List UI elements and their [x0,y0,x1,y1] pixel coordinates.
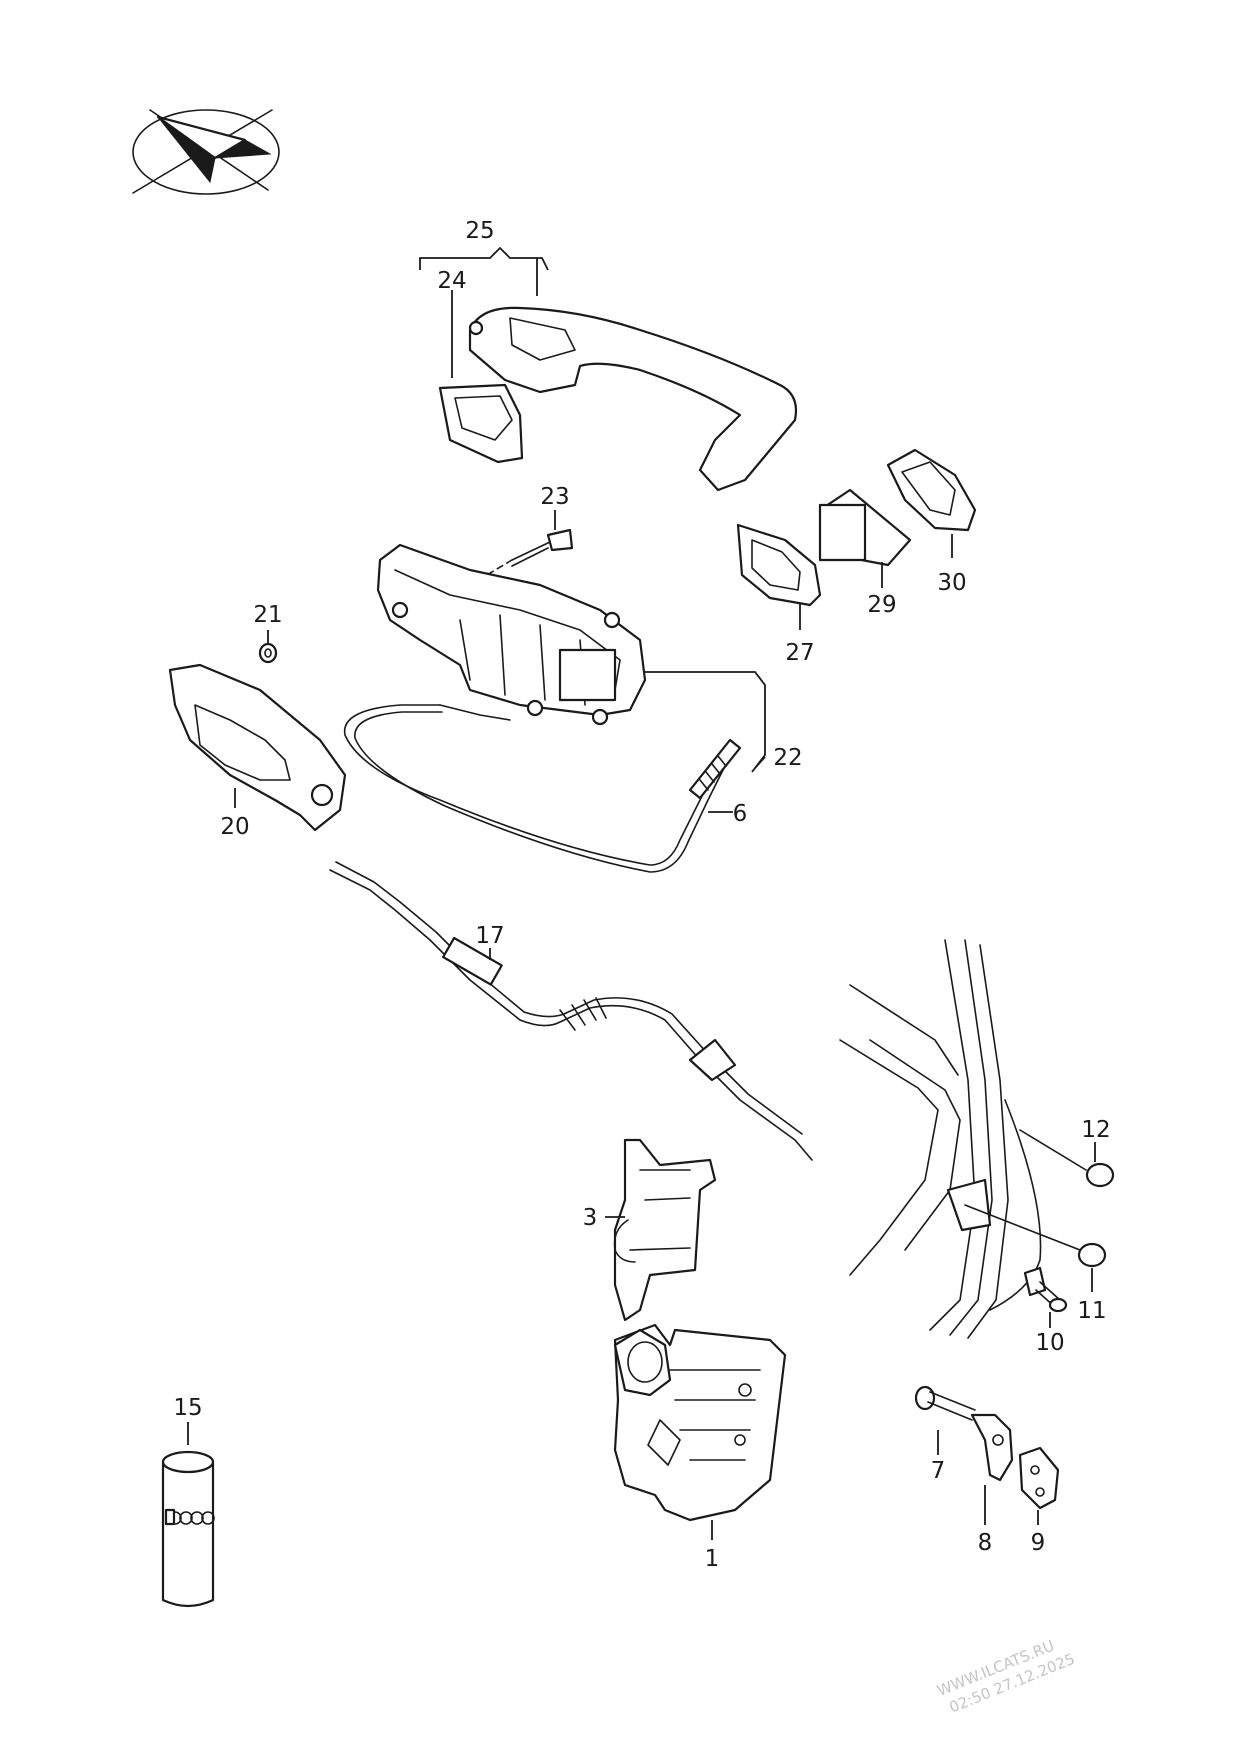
callout-22: 22 [773,745,802,771]
grease-tube-15 [161,1422,215,1608]
cap-11 [1077,1242,1107,1292]
callout-21: 21 [253,602,282,628]
orientation-arrow-icon [132,109,280,195]
release-cable-6 [343,704,742,873]
callout-24: 24 [437,268,466,294]
callout-10: 10 [1035,1330,1064,1356]
callout-12: 12 [1081,1117,1110,1143]
gasket-27 [736,523,822,630]
door-frame [839,939,1081,1339]
callout-3: 3 [583,1205,598,1231]
grommet-21 [258,630,278,664]
callout-8: 8 [978,1530,993,1556]
callout-7: 7 [931,1458,946,1484]
callout-11: 11 [1077,1298,1106,1324]
callout-29: 29 [867,592,896,618]
inner-door-handle-20 [168,663,347,832]
door-lock-1 [613,1323,787,1540]
handle-cap-30 [886,448,977,558]
callout-9: 9 [1031,1530,1046,1556]
striker-bolt-7 [914,1385,976,1455]
screw-23 [469,510,574,586]
callout-27: 27 [785,640,814,666]
bolt-10 [1023,1266,1068,1328]
callout-25: 25 [465,218,494,244]
handle-gasket-24 [438,290,524,464]
lock-cable-17 [329,861,813,1161]
lock-cover-3 [605,1138,717,1322]
callout-15: 15 [173,1395,202,1421]
striker-8 [970,1413,1014,1525]
cap-12 [1019,1129,1115,1188]
handle-carrier-22 [376,543,766,773]
watermark: WWW.ILCATS.RU 02:50 27.12.2025 [934,1637,1077,1717]
outer-door-handle-25 [468,306,798,492]
plate-9 [1018,1446,1060,1525]
bracket-25 [419,246,549,296]
callout-30: 30 [937,570,966,596]
callout-1: 1 [705,1546,720,1572]
lock-cylinder-cap-29 [818,488,912,588]
callout-6: 6 [733,801,748,827]
callout-17: 17 [475,923,504,949]
callout-23: 23 [540,484,569,510]
callout-20: 20 [220,814,249,840]
